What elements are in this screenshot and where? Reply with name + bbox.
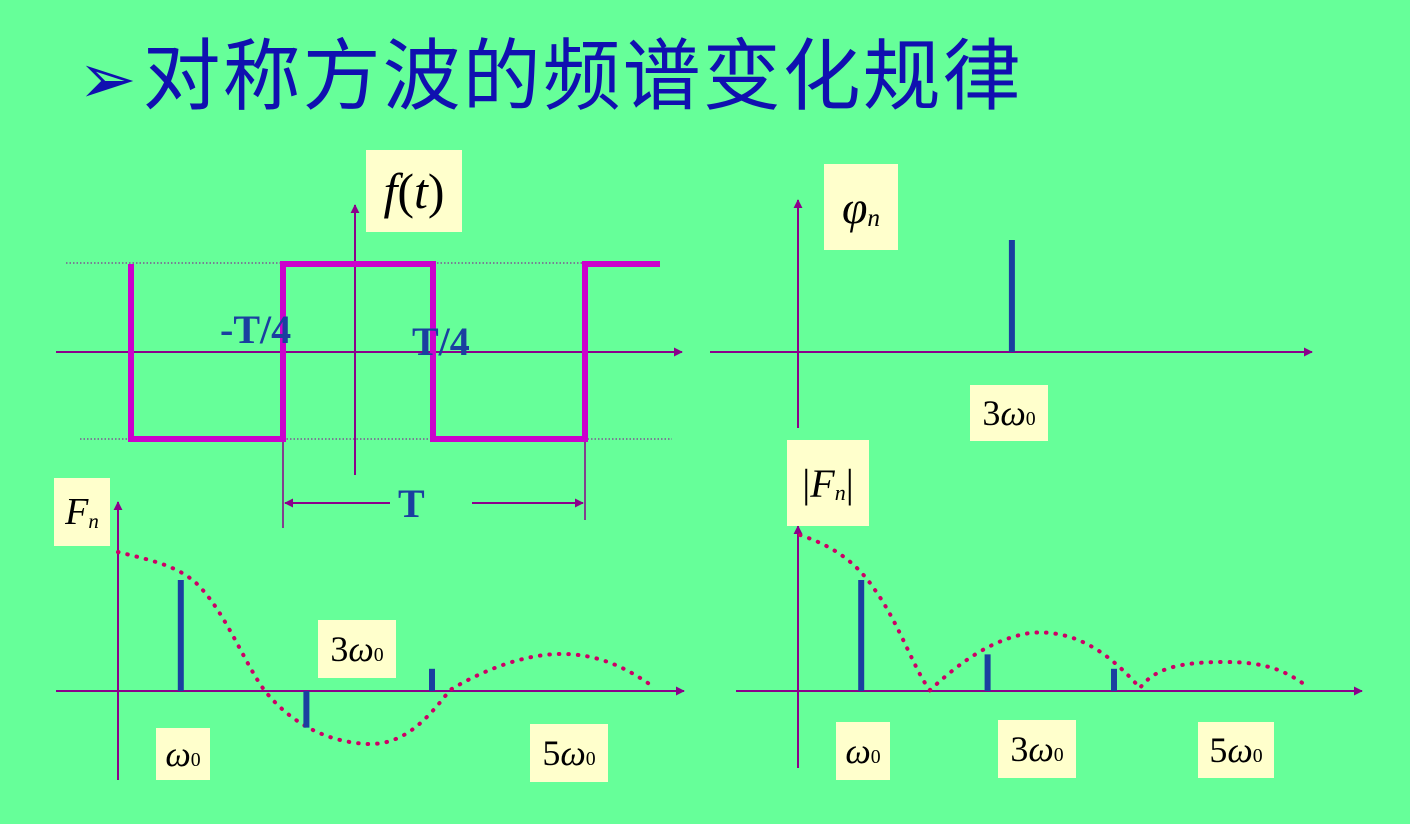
tick-num: 3 [982,393,1001,433]
fn-plot [56,501,685,780]
abs-fn-envelope [798,533,1310,693]
tick-sub: 0 [1053,744,1064,767]
tick-sub: 0 [870,746,881,769]
tick-sub: 0 [585,748,596,771]
ylabel-f: f [383,163,398,219]
tick-num: 5 [1209,730,1228,770]
tick-sub: 0 [1252,745,1263,768]
tick-omega: ω [348,629,374,669]
tick-omega: ω [1227,730,1253,770]
tick-num: 3 [330,629,349,669]
abs-fn-plot [736,525,1363,768]
phi-subscript: n [867,203,881,232]
tick-omega: ω [560,733,586,773]
abs-fn-symbol: F [810,460,835,506]
abs-fn-subscript: n [834,479,846,505]
tick-omega: ω [1000,393,1026,433]
fn-sinc-envelope [116,550,657,747]
period-label: T [398,481,425,526]
neg-quarter-period-label: -T/4 [220,307,292,352]
phi-symbol: φ [841,181,868,233]
waveform-plot [56,204,683,528]
tick-omega: ω [845,731,871,771]
ylabel-open-paren: ( [397,163,414,219]
fn-lines [177,580,435,728]
title-text: 对称方波的频谱变化规律 [142,32,1023,122]
tick-num: 3 [1010,729,1029,769]
slide-title: ➢对称方波的频谱变化规律 [78,14,1023,126]
tick-num: 5 [542,733,561,773]
pos-quarter-period-label: T/4 [412,319,470,364]
tick-omega: ω [1028,729,1054,769]
fn-symbol: F [65,491,89,533]
tick-omega: ω [165,734,191,774]
arrow-bullet-icon: ➢ [78,38,139,120]
fn-subscript: n [88,508,99,533]
abs-bar-right: | [845,460,854,506]
ylabel-t: t [414,163,428,219]
square-wave [128,261,660,442]
tick-sub: 0 [190,749,201,772]
tick-sub: 0 [373,644,384,667]
phase-plot [710,199,1313,428]
ylabel-close-paren: ) [427,163,445,219]
tick-sub: 0 [1025,408,1036,431]
abs-bar-left: | [802,460,811,506]
waveform-ylabel: f(t) [366,150,462,232]
abs-fn-lines [858,580,1117,691]
